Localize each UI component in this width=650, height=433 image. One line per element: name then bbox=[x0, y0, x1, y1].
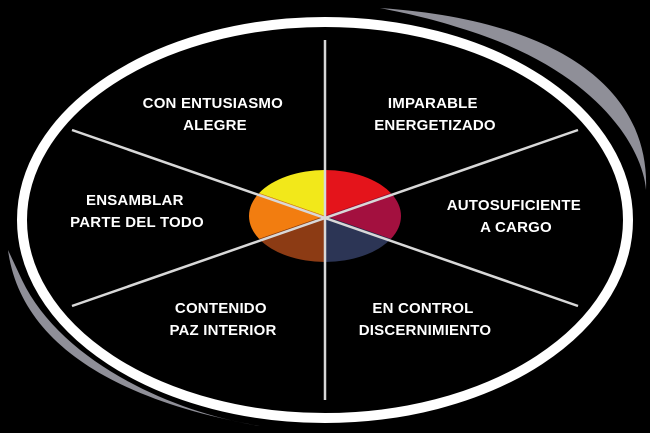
pie-wedge-left bbox=[249, 193, 325, 239]
divider-lines bbox=[71, 40, 579, 400]
label-left: ENSAMBLAR PARTE DEL TODO bbox=[70, 192, 204, 231]
segment-labels: CON ENTUSIASMO ALEGRE IMPARABLE ENERGETI… bbox=[70, 95, 586, 339]
pie-wedge-right bbox=[325, 193, 401, 239]
label-bottom-left: CONTENIDO PAZ INTERIOR bbox=[169, 300, 276, 339]
label-top-right: IMPARABLE ENERGETIZADO bbox=[374, 95, 496, 134]
divider-diagonal-b bbox=[71, 128, 579, 308]
pie-wedge-top-left bbox=[259, 170, 325, 216]
swoosh-top-right bbox=[380, 8, 647, 190]
label-top-left: CON ENTUSIASMO ALEGRE bbox=[143, 95, 288, 134]
pie-wedge-top-right bbox=[325, 170, 391, 216]
label-bottom-right: EN CONTROL DISCERNIMIENTO bbox=[359, 300, 492, 339]
pie-wedge-bottom-right bbox=[325, 216, 391, 262]
swoosh-bottom-left bbox=[8, 250, 260, 426]
pie-wedge-bottom-left bbox=[259, 216, 325, 262]
center-pie bbox=[249, 170, 401, 262]
label-right: AUTOSUFICIENTE A CARGO bbox=[447, 197, 586, 236]
